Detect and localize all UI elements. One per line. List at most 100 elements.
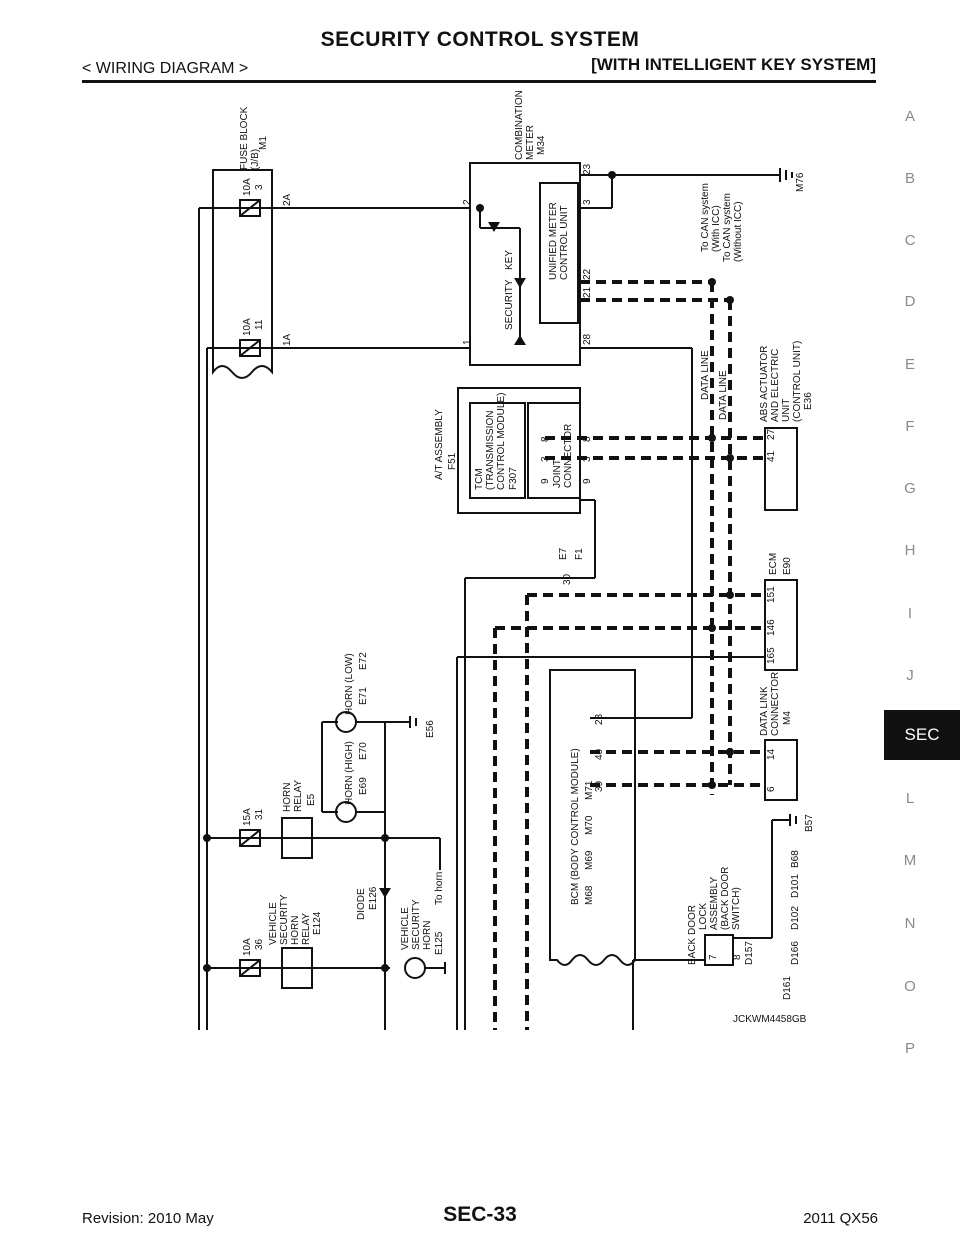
svg-text:23: 23 [594, 713, 605, 725]
bcm-outline [549, 669, 636, 966]
fuse-3-amp: 10A [242, 178, 253, 196]
svg-text:RELAY: RELAY [301, 913, 312, 945]
horn-low-conn-1: E71 [358, 687, 369, 705]
side-index-i[interactable]: I [907, 605, 913, 622]
back-door-label-4: (BACK DOOR [720, 867, 731, 930]
back-door-pin-8: 8 [732, 954, 743, 960]
svg-text:E124: E124 [312, 911, 323, 935]
svg-text:2A: 2A [282, 193, 293, 206]
svg-text:E56: E56 [425, 720, 436, 738]
side-index-a[interactable]: A [904, 108, 915, 125]
model-label: 2011 QX56 [803, 1210, 878, 1227]
ground-b57: B57 [804, 814, 815, 832]
svg-text:30: 30 [562, 573, 573, 585]
svg-text:F51: F51 [447, 452, 458, 470]
side-index-b[interactable]: B [904, 170, 915, 187]
header-rule [82, 80, 876, 83]
combo-meter-label2: METER [525, 125, 536, 160]
to-horn-note: To horn [434, 872, 445, 905]
svg-text:SECURITY: SECURITY [411, 899, 422, 950]
horn-relay-label: HORN [282, 783, 293, 812]
side-index-f[interactable]: F [905, 418, 915, 435]
svg-text:COMBINATION: COMBINATION [514, 90, 525, 160]
svg-text:E72: E72 [358, 652, 369, 670]
unified-meter-unit-box [539, 182, 579, 324]
diagram-code: JCKWM4458GB [733, 1014, 807, 1025]
svg-text:D102: D102 [790, 906, 801, 930]
svg-text:(TRANSMISSION: (TRANSMISSION [485, 411, 496, 490]
can-note-4: (Without ICC) [733, 201, 744, 262]
svg-text:21: 21 [582, 286, 593, 298]
svg-text:FUSE BLOCK: FUSE BLOCK [239, 106, 250, 170]
svg-text:DIODE: DIODE [356, 888, 367, 920]
tcm-conn: F307 [508, 467, 519, 490]
ecm-pin-165: 165 [766, 647, 777, 664]
conn-b68: B68 [790, 850, 801, 868]
svg-text:2: 2 [462, 199, 473, 205]
back-door-switch-box [704, 934, 734, 966]
svg-text:BACK DOOR: BACK DOOR [687, 905, 698, 965]
horn-relay-conn: E5 [306, 793, 317, 806]
fuse-block-jb: (J/B) [250, 149, 261, 170]
unified-meter-label: UNIFIED METER [548, 202, 559, 280]
side-index-c[interactable]: C [904, 232, 916, 249]
fuse-11-num: 11 [254, 319, 265, 330]
vsh-relay-label-3: HORN [290, 916, 301, 945]
at-assembly-box [457, 387, 581, 514]
svg-text:(Without ICC): (Without ICC) [733, 201, 744, 262]
ecm-pin-151: 151 [766, 586, 777, 603]
svg-text:To CAN system: To CAN system [700, 183, 711, 252]
svg-text:E69: E69 [358, 777, 369, 795]
control-unit-label: CONTROL UNIT [559, 205, 570, 280]
combo-pin-2: 2 [462, 199, 473, 205]
svg-text:M4: M4 [782, 711, 793, 725]
svg-text:SECURITY: SECURITY [504, 279, 515, 330]
side-index-h[interactable]: H [904, 542, 916, 559]
side-index-e[interactable]: E [904, 356, 915, 373]
svg-text:DATA LINE: DATA LINE [700, 350, 711, 400]
tab-sec[interactable]: SEC [884, 710, 960, 760]
svg-text:JOINT: JOINT [552, 459, 563, 488]
svg-text:AND ELECTRIC: AND ELECTRIC [770, 349, 781, 422]
combo-pin-28: 28 [582, 333, 593, 345]
fuse-36-amp: 10A [242, 938, 253, 956]
vsh-relay-label: VEHICLE [268, 902, 279, 945]
combo-pin-22: 22 [582, 268, 593, 280]
conn-e7: E7 [558, 547, 569, 560]
side-index-g[interactable]: G [904, 480, 916, 497]
back-door-conn-2: D161 [782, 976, 793, 1000]
svg-text:DATA LINK: DATA LINK [759, 686, 770, 736]
fuse-36-num: 36 [254, 938, 265, 950]
svg-text:E71: E71 [358, 687, 369, 705]
svg-text:METER: METER [525, 125, 536, 160]
side-index-p[interactable]: P [904, 1040, 915, 1057]
side-index-j[interactable]: J [906, 667, 914, 684]
abs-label-2: AND ELECTRIC [770, 349, 781, 422]
svg-text:HORN: HORN [282, 783, 293, 812]
side-index-m[interactable]: M [903, 852, 917, 869]
svg-text:23: 23 [582, 163, 593, 175]
horn-low-conn-2: E72 [358, 652, 369, 670]
ecm-pin-146: 146 [766, 619, 777, 636]
vsh-relay-label-2: SECURITY [279, 894, 290, 945]
svg-text:HORN: HORN [422, 921, 433, 950]
side-index-l[interactable]: L [905, 790, 915, 807]
svg-text:10A: 10A [242, 178, 253, 196]
combo-pin-1: 1 [462, 339, 473, 345]
tcm-label: TCM [474, 468, 485, 490]
joint-label: JOINT [552, 459, 563, 488]
side-index-n[interactable]: N [904, 915, 916, 932]
tcm-box [469, 402, 526, 499]
svg-text:40: 40 [594, 748, 605, 760]
fuse-11-pin: 1A [282, 333, 293, 346]
data-line-label-1: DATA LINE [700, 350, 711, 400]
side-index-d[interactable]: D [904, 293, 916, 310]
system-variant-label: [WITH INTELLIGENT KEY SYSTEM] [591, 55, 876, 74]
svg-text:F1: F1 [574, 548, 585, 560]
svg-text:9: 9 [540, 478, 551, 484]
svg-text:UNIFIED METER: UNIFIED METER [548, 202, 559, 280]
dlc-label: DATA LINK [759, 686, 770, 736]
side-index-o[interactable]: O [904, 978, 916, 995]
joint-connector-box [527, 402, 581, 499]
back-door-label: BACK DOOR [687, 905, 698, 965]
